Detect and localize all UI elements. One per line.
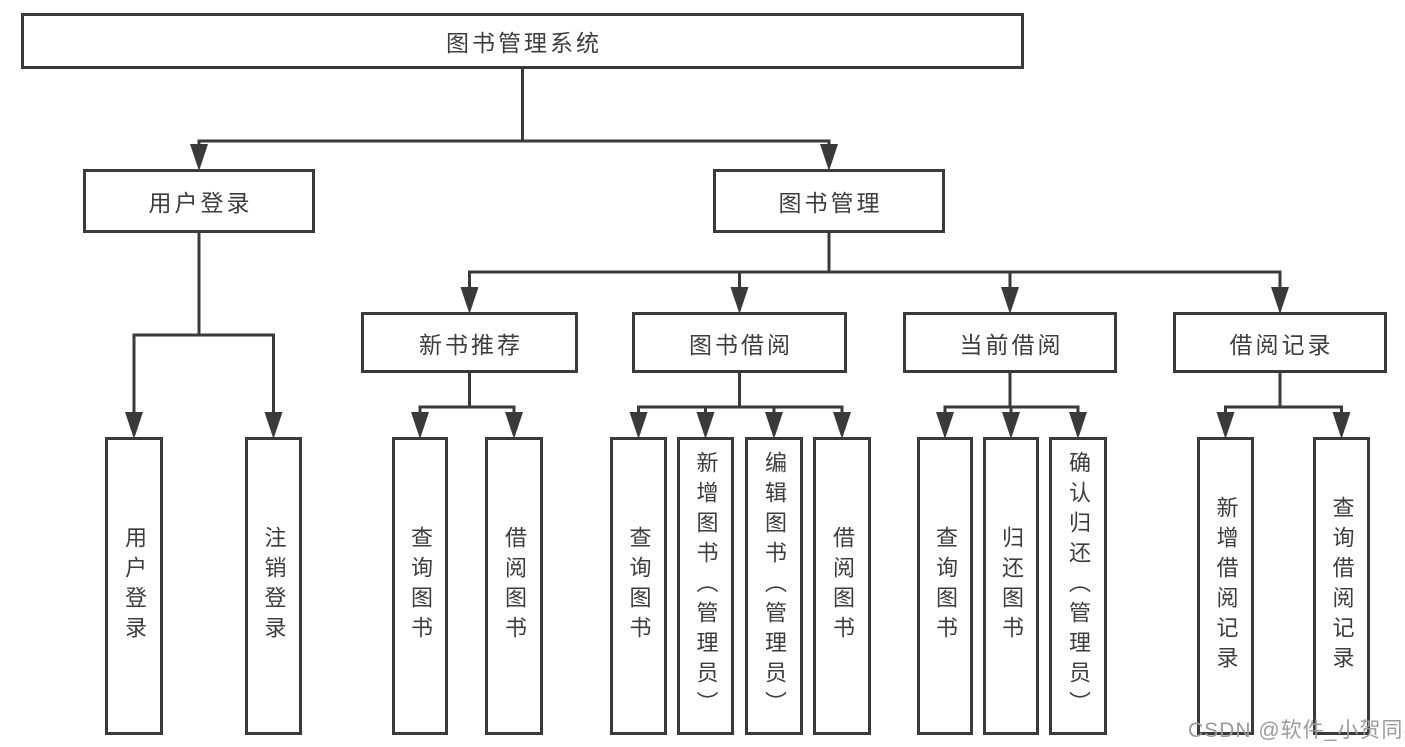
node-root: 图书管理系统 <box>21 13 1024 69</box>
node-book-borrowing: 图书借阅 <box>632 312 847 373</box>
arrowhead-borrow-books-1 <box>505 412 523 439</box>
arrowhead-user-login <box>190 144 208 171</box>
arrowhead-query-books-1 <box>411 412 429 439</box>
arrowhead-query-books-2 <box>629 412 648 439</box>
arrowhead-user-login-leaf <box>125 412 143 439</box>
node-label: 查询图书 <box>933 526 958 646</box>
node-label: 当前借阅 <box>959 331 1064 358</box>
node-label: 图书管理系统 <box>446 30 602 56</box>
node-label: 图书借阅 <box>689 331 793 358</box>
node-label: 借阅图书 <box>502 526 527 646</box>
node-confirm-return-admin: 确认归还（管理员） <box>1049 437 1107 735</box>
node-borrow-books-2: 借阅图书 <box>813 437 871 735</box>
arrowhead-borrow-books-2 <box>833 412 851 439</box>
arrowhead-confirm-return-admin <box>1069 412 1087 439</box>
arrowhead-query-borrow-record <box>1332 412 1351 439</box>
node-label: 用户登录 <box>148 190 253 216</box>
node-borrow-records: 借阅记录 <box>1173 312 1387 373</box>
node-label: 新增图书（管理员） <box>693 451 719 721</box>
node-query-books-2: 查询图书 <box>610 437 667 735</box>
node-label: 图书管理 <box>778 190 883 216</box>
node-logout-leaf: 注销登录 <box>245 437 302 735</box>
node-label: 查询图书 <box>408 526 433 646</box>
node-label: 查询图书 <box>626 526 652 646</box>
arrowhead-edit-books-admin <box>765 412 783 439</box>
node-add-books-admin: 新增图书（管理员） <box>677 437 734 735</box>
arrowhead-borrow-records <box>1271 287 1289 314</box>
watermark: CSDN @软件_小贺同学 <box>1188 719 1405 742</box>
node-label: 新增借阅记录 <box>1213 496 1239 676</box>
arrowhead-new-book-recommend <box>460 287 479 314</box>
arrowhead-add-books-admin <box>696 412 715 439</box>
node-new-book-recommend: 新书推荐 <box>361 312 578 373</box>
node-add-borrow-record: 新增借阅记录 <box>1197 437 1254 735</box>
node-current-borrowing: 当前借阅 <box>903 312 1117 373</box>
node-label: 查询借阅记录 <box>1329 496 1355 676</box>
arrowhead-book-borrowing <box>730 287 749 314</box>
node-query-books-3: 查询图书 <box>917 437 973 735</box>
node-user-login-leaf: 用户登录 <box>105 437 163 735</box>
node-return-books: 归还图书 <box>983 437 1039 735</box>
node-user-login: 用户登录 <box>83 169 315 233</box>
node-query-borrow-record: 查询借阅记录 <box>1313 437 1370 735</box>
node-borrow-books-1: 借阅图书 <box>485 437 543 735</box>
node-label: 新书推荐 <box>419 331 523 358</box>
node-label: 用户登录 <box>122 526 147 646</box>
node-label: 确认归还（管理员） <box>1066 451 1091 721</box>
node-label: 借阅图书 <box>830 526 855 646</box>
node-query-books-1: 查询图书 <box>392 437 448 735</box>
arrowhead-return-books <box>1002 412 1020 439</box>
arrowhead-book-management <box>820 144 838 171</box>
node-label: 编辑图书（管理员） <box>762 451 787 721</box>
node-label: 注销登录 <box>261 526 287 646</box>
node-book-management: 图书管理 <box>713 169 945 233</box>
arrowhead-add-borrow-record <box>1216 412 1235 439</box>
node-label: 借阅记录 <box>1229 331 1334 358</box>
arrowhead-current-borrowing <box>1001 287 1019 314</box>
arrowhead-logout-leaf <box>264 412 283 439</box>
node-edit-books-admin: 编辑图书（管理员） <box>745 437 803 735</box>
node-label: 归还图书 <box>999 526 1024 646</box>
arrowhead-query-books-3 <box>936 412 954 439</box>
